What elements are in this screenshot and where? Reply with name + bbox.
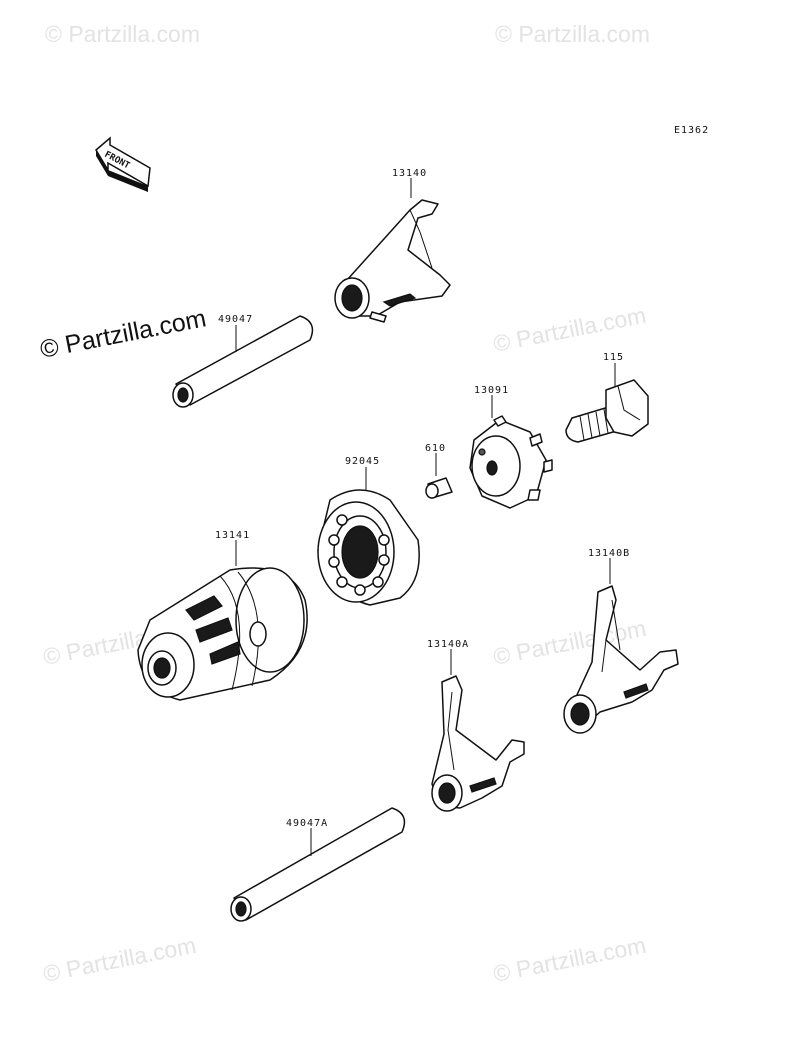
watermark: © Partzilla.com (491, 932, 648, 987)
bearing-92045 (317, 489, 420, 606)
part-number-13091: 13091 (474, 385, 509, 396)
part-number-13141: 13141 (215, 530, 250, 541)
shift-fork-13140A (431, 675, 525, 812)
part-number-13140A: 13140A (427, 639, 469, 650)
part-number-49047A: 49047A (286, 818, 328, 829)
watermark: © Partzilla.com (45, 21, 200, 47)
pin-610 (425, 477, 453, 499)
shift-drum-13141 (137, 567, 308, 701)
shaft-49047 (172, 315, 314, 408)
part-number-49047: 49047 (218, 314, 253, 325)
watermark: © Partzilla.com (495, 21, 650, 47)
part-number-13140B: 13140B (588, 548, 630, 559)
watermark-main: © Partzilla.com (38, 304, 209, 364)
shift-fork-13140B (563, 585, 679, 734)
watermark: © Partzilla.com (41, 932, 198, 987)
part-number-13140: 13140 (392, 168, 427, 179)
bolt-115 (565, 379, 649, 443)
part-number-115: 115 (603, 352, 624, 363)
holder-13091 (469, 415, 553, 509)
shaft-49047A (230, 807, 406, 922)
watermark: © Partzilla.com (491, 302, 648, 357)
part-number-610: 610 (425, 443, 446, 454)
part-number-92045: 92045 (345, 456, 380, 467)
diagram-code: E1362 (674, 125, 709, 136)
front-arrow-icon: FRONT (95, 136, 151, 192)
shift-fork-13140 (334, 199, 451, 323)
